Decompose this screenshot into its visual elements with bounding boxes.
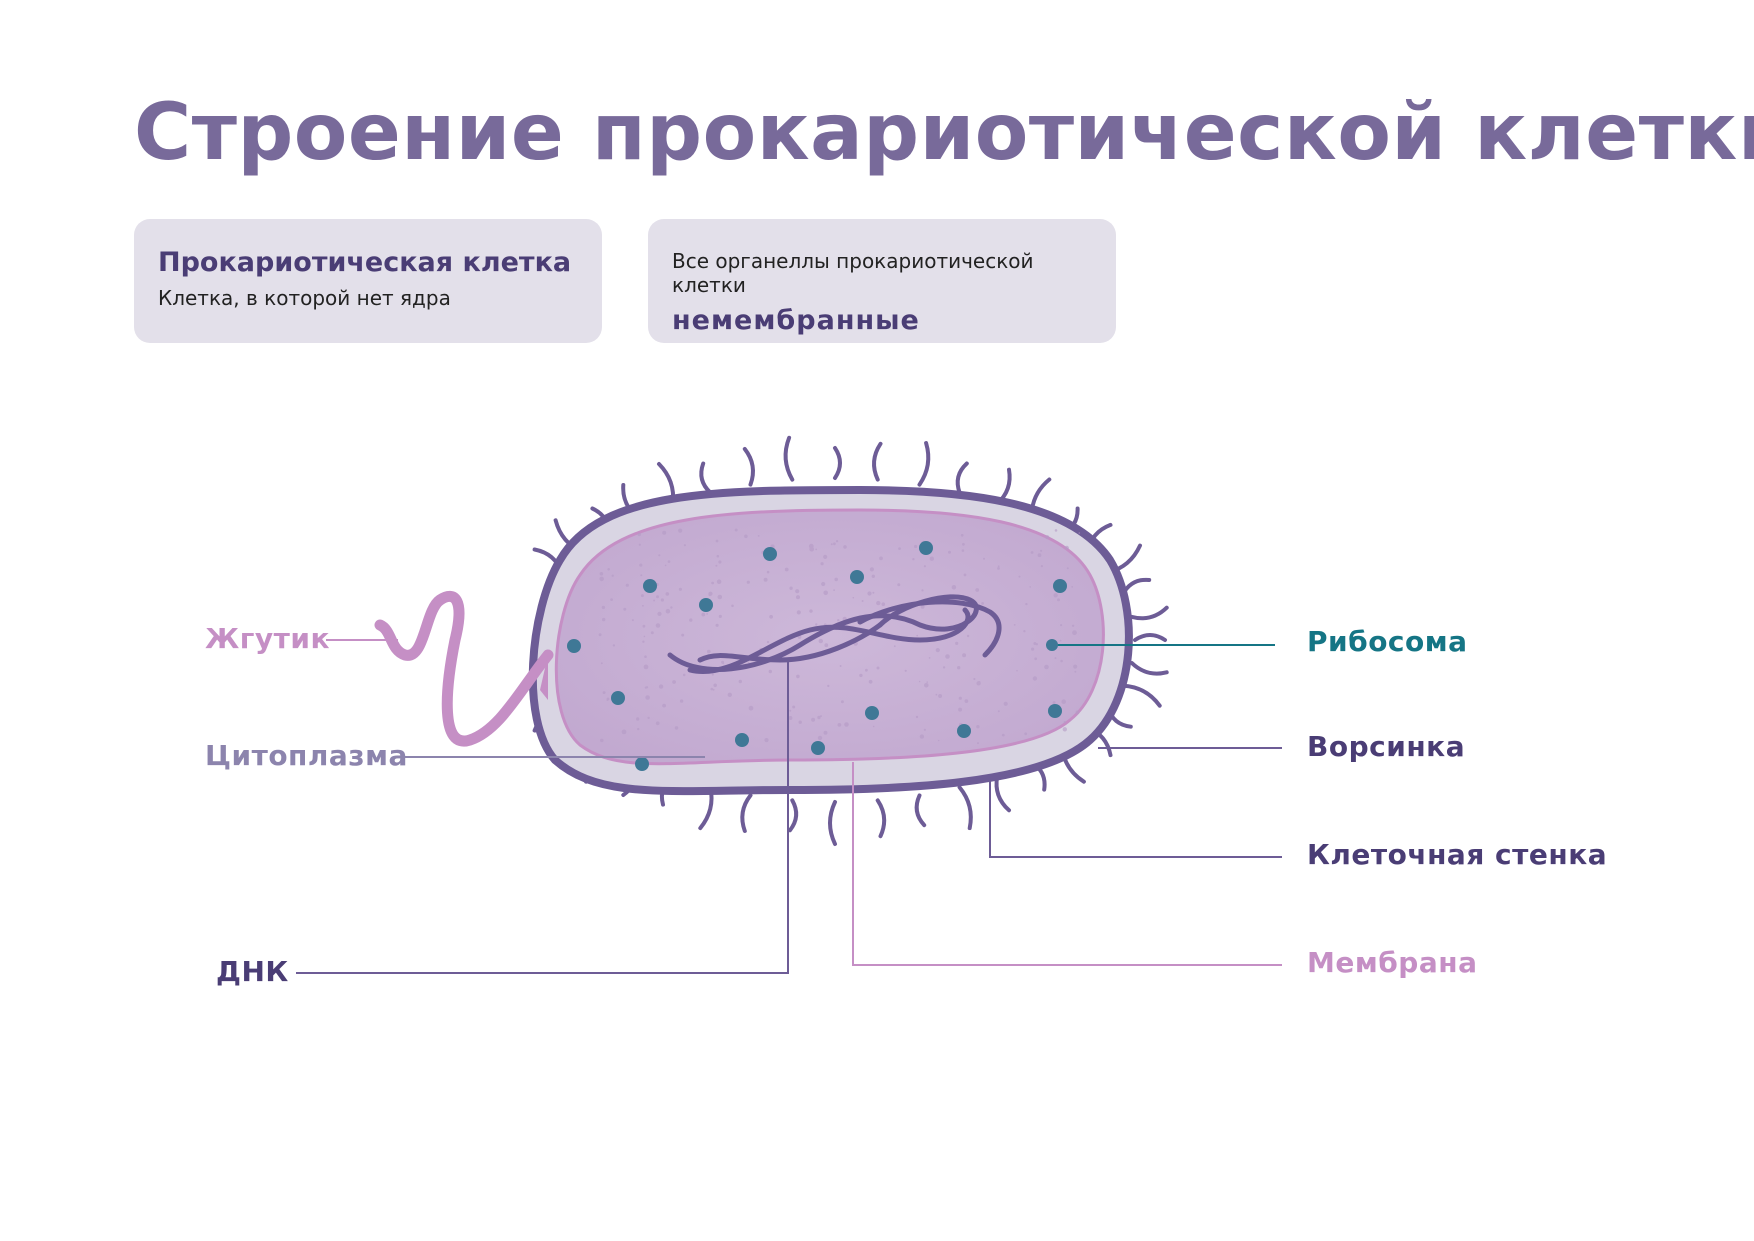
ribosome [1048,704,1062,718]
ribosome [611,691,625,705]
pilus [1129,661,1169,676]
definition-card: Прокариотическая клетка Клетка, в которо… [134,219,602,343]
ribosome [763,547,777,561]
label-membrane: Мембрана [1307,946,1478,979]
ribosome [699,598,713,612]
ribosomes [567,541,1067,771]
label-cell-wall: Клеточная стенка [1307,838,1608,871]
ribosome [1053,579,1067,593]
dna-leader [296,662,789,974]
ribosome [635,757,649,771]
pilus [699,461,713,495]
pilus [740,793,753,833]
pilus [875,798,887,839]
ribosome [811,741,825,755]
pilus [1133,633,1167,642]
label-ribosome: Рибосома [1307,625,1468,658]
membrane [554,508,1105,766]
label-flagellum: Жгутик [205,622,331,655]
organelles-emphasis: немембранные [672,305,920,336]
pilus [742,447,755,487]
ribosome [735,733,749,747]
pilus [788,798,799,833]
pilus [957,785,973,831]
pilus [1120,683,1162,708]
pilus [914,793,927,828]
flagellum [374,590,554,747]
organelles-card: Все органеллы прокариотической клетки не… [648,219,1116,343]
pilus [917,441,931,487]
pilus [955,461,969,495]
pilus [994,774,1011,813]
pilus [833,446,842,480]
membrane-leader [852,762,1282,966]
organelles-text: Все органеллы прокариотической клетки [672,249,1034,297]
cell-wall-leader [989,780,1282,858]
pilus [872,441,883,482]
ribosome [865,706,879,720]
ribosome [919,541,933,555]
ribosome [957,724,971,738]
label-dna: ДНК [216,955,289,988]
dna [667,594,1002,675]
definition-heading: Прокариотическая клетка [158,247,572,278]
pilus [1129,605,1169,621]
label-pilus: Ворсинка [1307,730,1466,763]
label-cytoplasm: Цитоплазма [205,739,408,772]
ribosome [567,639,581,653]
ribosome [643,579,657,593]
pilus [828,800,837,846]
definition-text: Клетка, в которой нет ядра [158,286,451,310]
ribosome [850,570,864,584]
page-title: Строение прокариотической клетки [134,88,1754,178]
pilus [783,435,795,482]
